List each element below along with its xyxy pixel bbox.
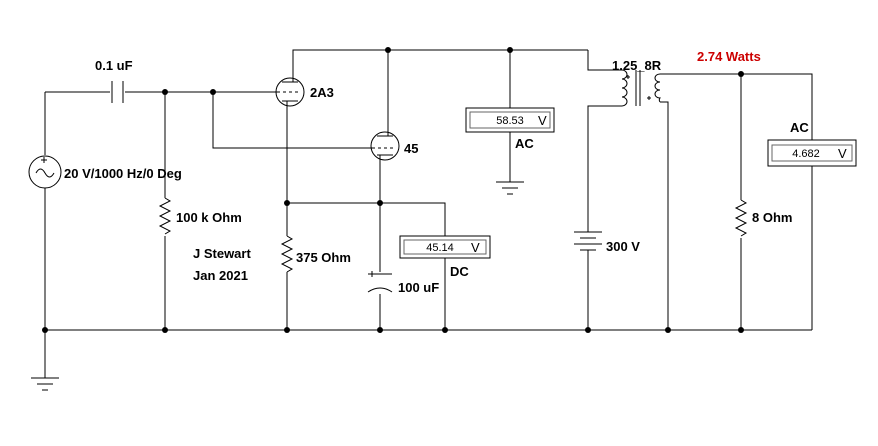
cathode-resistor-label: 375 Ohm (296, 250, 351, 265)
battery[interactable] (574, 231, 602, 254)
load-resistor-label: 8 Ohm (752, 210, 792, 225)
power-label: 2.74 Watts (697, 49, 761, 64)
coupling-capacitor-label: 0.1 uF (95, 58, 133, 73)
load-resistor[interactable] (734, 199, 748, 237)
voltmeter-cathode-unit: V (471, 240, 480, 255)
date-label: Jan 2021 (193, 268, 248, 283)
voltmeter-cathode[interactable]: 45.14 V (399, 235, 491, 259)
voltmeter-plate-mode: AC (515, 136, 534, 151)
grid-resistor[interactable] (158, 197, 172, 235)
voltmeter-plate-value: 58.53 (496, 115, 524, 127)
tube-2a3[interactable] (275, 72, 305, 107)
voltmeter-cathode-value: 45.14 (426, 242, 454, 254)
ground-symbol-main (31, 377, 59, 391)
output-transformer[interactable] (621, 69, 661, 107)
cathode-resistor[interactable] (280, 235, 294, 273)
voltmeter-plate[interactable]: 58.53 V (465, 107, 555, 133)
ground-symbol-meter (496, 181, 524, 195)
voltmeter-output-unit: V (838, 146, 847, 161)
voltmeter-plate-unit: V (538, 113, 547, 128)
voltmeter-output-mode: AC (790, 120, 809, 135)
grid-resistor-label: 100 k Ohm (176, 210, 242, 225)
cathode-capacitor-label: 100 uF (398, 280, 439, 295)
junctions (42, 47, 744, 333)
tube-45-label: 45 (404, 141, 418, 156)
ac-source[interactable] (28, 155, 62, 189)
source-label: 20 V/1000 Hz/0 Deg (64, 166, 182, 181)
transformer-label: 1.25_8R (612, 58, 662, 73)
voltmeter-cathode-mode: DC (450, 264, 469, 279)
voltmeter-output[interactable]: 4.682 V (767, 139, 857, 167)
wires (44, 49, 813, 378)
tube-2a3-label: 2A3 (310, 85, 334, 100)
tube-45[interactable] (370, 128, 400, 161)
battery-label: 300 V (606, 239, 640, 254)
cathode-capacitor[interactable] (367, 271, 393, 293)
voltmeter-output-value: 4.682 (792, 148, 820, 160)
author-label: J Stewart (193, 246, 251, 261)
coupling-capacitor[interactable] (111, 81, 124, 103)
